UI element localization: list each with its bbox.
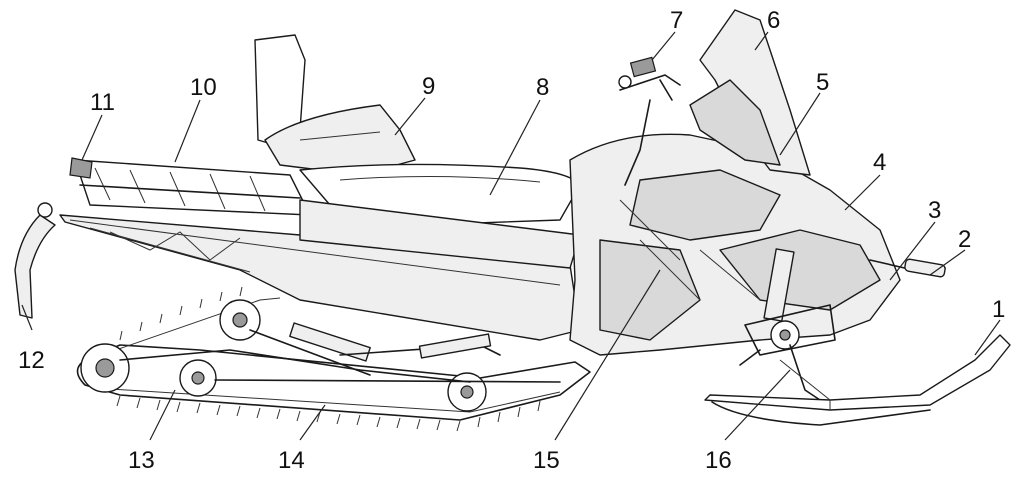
driver-seat [299,163,581,269]
rear-rack [69,157,311,216]
hood-side-panels [569,133,901,356]
callout-9: 9 [422,73,435,100]
callout-6: 6 [767,7,780,34]
callout-2: 2 [958,226,971,253]
ski [704,334,1011,426]
passenger-seat [254,34,416,176]
callout-16: 16 [705,447,732,474]
callout-14: 14 [278,447,305,474]
front-bumper [869,258,946,278]
rear-suspension [80,299,561,412]
callout-1: 1 [992,296,1005,323]
callout-12: 12 [18,347,45,374]
front-suspension [739,248,836,401]
leader-lines [21,31,1001,441]
callout-11: 11 [90,89,115,116]
callout-labels: 1 2 3 4 5 6 7 8 9 10 11 12 13 14 15 16 [18,7,1005,474]
snow-flap [14,202,56,319]
windshield [689,9,811,176]
callout-5: 5 [816,69,829,96]
drive-track [76,286,591,432]
callout-10: 10 [190,74,217,101]
snowmobile-illustration [14,9,1011,432]
callout-7: 7 [670,7,683,34]
callout-4: 4 [873,149,886,176]
callout-3: 3 [928,197,941,224]
callout-8: 8 [536,74,549,101]
track-lugs [116,286,541,432]
handlebar [618,56,681,186]
callout-15: 15 [533,447,560,474]
callout-13: 13 [128,447,155,474]
